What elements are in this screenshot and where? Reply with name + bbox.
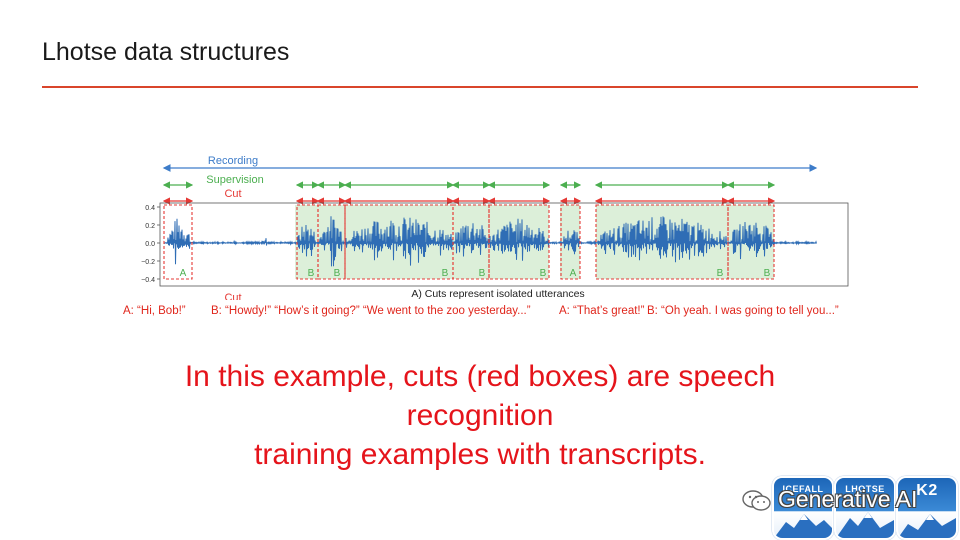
watermark-text: Generative AI: [778, 486, 918, 512]
cut-speaker-label: B: [308, 268, 315, 279]
y-tick-label: −0.4: [141, 277, 155, 284]
transcript-b-howdy: B: “Howdy!” “How’s it going?” “We went t…: [211, 305, 531, 317]
cut-speaker-label: B: [717, 268, 724, 279]
cut-box: [317, 204, 346, 280]
title-divider: [42, 86, 918, 88]
recording-label: Recording: [208, 155, 258, 167]
cut-box: [595, 204, 729, 280]
lhotse-cut-diagram: Recording Supervision Cut 0.4 0.2 0.0 −0.2 −…: [141, 155, 849, 300]
k2-logo: K2: [896, 476, 958, 540]
supervision-label: Supervision: [206, 174, 263, 186]
transcript-a-hi-bob: A: “Hi, Bob!”: [123, 305, 186, 317]
waveform-plot-frame: [159, 202, 849, 287]
lhotse-logo-text: LHOTSE: [845, 484, 885, 494]
wechat-icon: [742, 490, 771, 511]
cut-label-partial: Cut: [224, 292, 241, 300]
branding-area: ICEFALL LHOTSE K2 Generative AI: [730, 472, 960, 540]
transcript-a-thats-great: A: “That’s great!”: [559, 305, 645, 317]
icefall-logo: ICEFALL: [772, 476, 834, 540]
icefall-logo-text: ICEFALL: [782, 484, 824, 494]
cut-speaker-label: B: [334, 268, 341, 279]
y-tick-label: 0.4: [145, 205, 155, 212]
waveform: [163, 216, 817, 267]
k2-logo-text: K2: [916, 482, 938, 499]
cut-speaker-label: B: [540, 268, 547, 279]
slide-title: Lhotse data structures: [42, 38, 290, 66]
transcript-b-oh-yeah: B: “Oh yeah. I was going to tell you...”: [647, 305, 839, 317]
diagram-caption: A) Cuts represent isolated utterances: [411, 288, 584, 300]
cut-box: [163, 204, 193, 280]
transcript-row: A: “Hi, Bob!” B: “Howdy!” “How’s it goin…: [0, 305, 960, 323]
cut-box: [727, 204, 775, 280]
y-tick-label: 0.2: [145, 223, 155, 230]
cut-box: [560, 204, 581, 280]
y-tick-label: 0.0: [145, 241, 155, 248]
cut-label: Cut: [224, 188, 241, 200]
caption-line-3: training examples with transcripts.: [254, 438, 706, 471]
lhotse-logo: LHOTSE: [834, 476, 896, 540]
y-axis: 0.4 0.2 0.0 −0.2 −0.4: [141, 205, 160, 284]
cut-boxes: [163, 204, 775, 280]
cut-speaker-label: B: [479, 268, 486, 279]
cut-speaker-label: A: [570, 268, 577, 279]
cut-speaker-label: B: [764, 268, 771, 279]
cut-box: [488, 204, 550, 280]
y-tick-label: −0.2: [141, 259, 155, 266]
caption-line-2: recognition: [406, 399, 554, 432]
slide-caption: In this example, cuts (red boxes) are sp…: [120, 357, 840, 474]
cut-speaker-label: A: [180, 268, 187, 279]
caption-line-1: In this example, cuts (red boxes) are sp…: [184, 360, 776, 393]
cut-speaker-label: B: [442, 268, 449, 279]
